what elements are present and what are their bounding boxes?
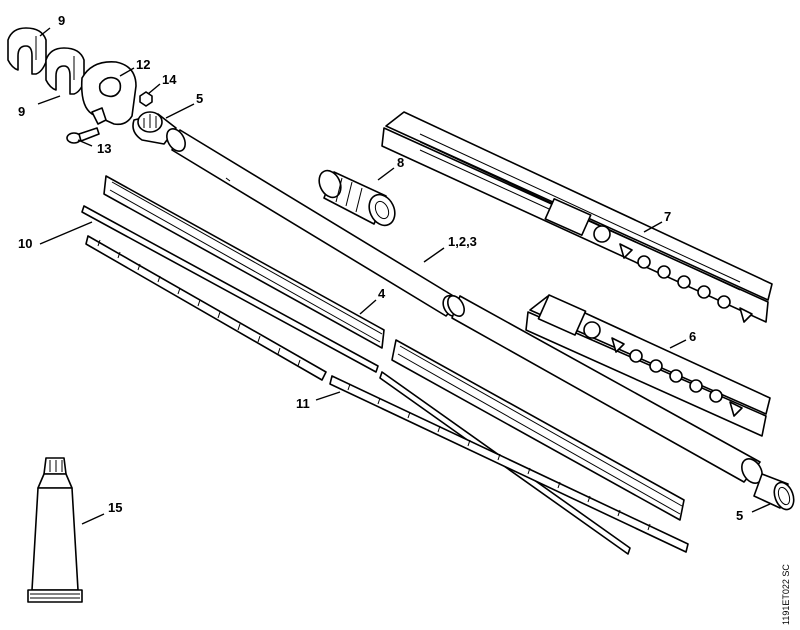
callout-5-lower: 5 (736, 508, 743, 523)
callout-9-upper: 9 (58, 13, 65, 28)
sleeve-part-8 (318, 169, 396, 227)
grease-tube-part-15 (27, 457, 83, 603)
screw-part-13 (66, 127, 100, 144)
liner-part-4 (103, 175, 685, 521)
callout-1-2-3: 1,2,3 (448, 234, 477, 249)
shaft-tube-part-1-2-3 (166, 128, 763, 484)
flexible-shaft-part-11 (85, 235, 689, 553)
clamp-part-9-upper (7, 27, 47, 75)
callout-14: 14 (162, 72, 177, 87)
drawing-code-container: 1191ET022 SC (781, 540, 795, 625)
callout-6: 6 (689, 329, 696, 344)
bushing-part-5-lower (753, 473, 795, 511)
label-part-6 (525, 294, 771, 437)
callout-11: 11 (296, 396, 310, 411)
callout-8: 8 (397, 155, 404, 170)
callout-7: 7 (664, 209, 671, 224)
callout-15: 15 (108, 500, 122, 515)
callout-5-upper: 5 (196, 91, 203, 106)
label-part-7 (381, 111, 773, 323)
leader-lines (37, 27, 771, 525)
callout-4: 4 (378, 286, 386, 301)
callout-10: 10 (18, 236, 32, 251)
handle-housing-part-12 (80, 61, 137, 126)
callout-13: 13 (97, 141, 111, 156)
drawing-code: 1191ET022 SC (781, 564, 791, 625)
nut-part-14 (139, 91, 153, 107)
callout-9-lower: 9 (18, 104, 25, 119)
callout-12: 12 (136, 57, 150, 72)
clamp-part-9-lower (45, 47, 85, 95)
